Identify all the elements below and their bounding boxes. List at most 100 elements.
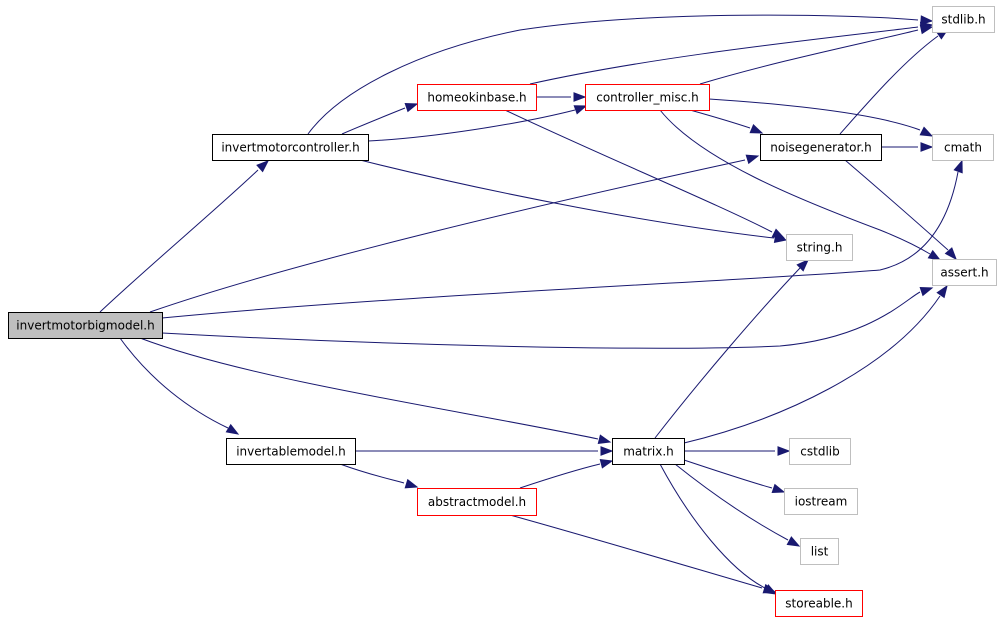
edge-arrowhead — [786, 536, 801, 547]
edge-arrowhead — [919, 126, 934, 137]
edge-arrowhead — [771, 483, 786, 494]
edge-arrowhead — [936, 284, 948, 299]
node-label: string.h — [797, 241, 843, 255]
node-box — [760, 134, 882, 161]
edge-invertmotorcontroller-to-string — [359, 159, 788, 243]
node-label: homeokinbase.h — [427, 91, 526, 105]
edge-invertmotorbigmodel-to-matrix — [139, 337, 612, 444]
node-box — [417, 488, 537, 516]
edge-line — [659, 463, 766, 589]
edge-arrowhead — [745, 154, 760, 165]
edge-controller_misc-to-noisegenerator — [689, 109, 764, 134]
edge-invertmotorbigmodel-to-invertablemodel — [119, 337, 240, 435]
edge-arrowhead — [573, 105, 588, 115]
edge-noisegenerator-to-cmath — [881, 142, 934, 152]
edge-arrowhead — [796, 259, 809, 272]
node-invertablemodel[interactable]: invertablemodel.h — [226, 438, 356, 465]
node-invertmotorbigmodel[interactable]: invertmotorbigmodel.h — [8, 312, 163, 339]
edge-arrowhead — [599, 459, 614, 469]
edge-controller_misc-to-stdlib — [699, 24, 934, 85]
node-label: cstdlib — [800, 445, 839, 459]
node-storeable[interactable]: storeable.h — [775, 590, 863, 617]
node-box — [932, 6, 995, 33]
node-list: list — [800, 538, 839, 565]
node-box — [226, 438, 356, 465]
edge-arrowhead — [953, 159, 963, 174]
edge-matrix-to-list — [674, 463, 801, 547]
edge-arrowhead — [777, 446, 791, 456]
node-label: cmath — [944, 141, 982, 155]
node-controller_misc[interactable]: controller_misc.h — [585, 84, 710, 111]
edge-line — [654, 267, 801, 439]
edge-arrowhead — [404, 102, 419, 113]
edge-line — [659, 109, 931, 255]
node-label: noisegenerator.h — [770, 141, 872, 155]
edge-line — [149, 159, 746, 313]
edge-line — [683, 295, 941, 444]
edge-line — [689, 109, 751, 129]
edge-line — [839, 35, 939, 135]
edge-arrowhead — [225, 423, 240, 435]
edge-matrix-to-iostream — [683, 459, 786, 494]
node-label: list — [811, 545, 829, 559]
edge-line — [529, 26, 919, 85]
edge-arrowhead — [919, 286, 934, 297]
node-noisegenerator[interactable]: noisegenerator.h — [760, 134, 882, 161]
node-abstractmodel[interactable]: abstractmodel.h — [417, 488, 537, 516]
node-stdlib: stdlib.h — [932, 6, 995, 33]
edge-line — [699, 29, 919, 85]
edge-abstractmodel-to-matrix — [519, 459, 614, 489]
edge-invertmotorbigmodel-to-noisegenerator — [149, 154, 760, 313]
edge-invertmotorbigmodel-to-assert — [161, 286, 934, 349]
node-string: string.h — [786, 234, 853, 261]
node-cstdlib: cstdlib — [789, 438, 851, 465]
edge-invertmotorcontroller-to-controller_misc — [367, 105, 588, 142]
edge-line — [307, 14, 919, 135]
edge-matrix-to-assert — [683, 284, 948, 444]
node-box — [800, 538, 839, 565]
edge-line — [339, 463, 405, 484]
node-invertmotorcontroller[interactable]: invertmotorcontroller.h — [212, 134, 369, 161]
edge-line — [161, 171, 959, 319]
edge-invertmotorcontroller-to-homeokinbase — [341, 102, 419, 135]
node-box — [932, 259, 997, 286]
edge-arrowhead — [919, 24, 934, 35]
edge-line — [509, 514, 763, 589]
edge-line — [504, 109, 773, 233]
edge-line — [367, 109, 576, 142]
edge-arrowhead — [749, 124, 764, 134]
node-iostream: iostream — [784, 488, 858, 515]
edge-matrix-to-string — [654, 259, 809, 439]
edge-arrowhead — [763, 584, 778, 595]
node-homeokinbase[interactable]: homeokinbase.h — [417, 84, 537, 111]
edge-matrix-to-cstdlib — [684, 446, 791, 456]
edge-controller_misc-to-assert — [659, 109, 942, 261]
edge-arrowhead — [256, 160, 270, 173]
edge-line — [519, 463, 601, 489]
edges-layer — [99, 14, 963, 595]
edge-abstractmodel-to-storeable — [509, 514, 777, 594]
node-matrix[interactable]: matrix.h — [612, 438, 685, 465]
edge-arrowhead — [920, 15, 934, 26]
edge-line — [119, 337, 229, 429]
edge-line — [161, 291, 921, 349]
node-label: assert.h — [940, 266, 988, 280]
node-label: matrix.h — [623, 445, 674, 459]
node-box — [784, 488, 858, 515]
edge-arrowhead — [573, 92, 587, 102]
edge-line — [708, 98, 921, 131]
node-assert: assert.h — [932, 259, 997, 286]
edge-line — [341, 107, 406, 135]
edge-invertablemodel-to-abstractmodel — [339, 463, 419, 489]
edge-noisegenerator-to-assert — [844, 159, 957, 261]
edge-matrix-to-storeable — [659, 463, 778, 595]
node-label: invertablemodel.h — [236, 445, 346, 459]
edge-line — [359, 159, 775, 239]
nodes-layer: invertmotorbigmodel.h invertmotorcontroll… — [8, 6, 997, 617]
node-box — [585, 84, 710, 111]
edge-line — [683, 459, 773, 489]
edge-invertablemodel-to-matrix — [355, 446, 614, 456]
node-label: stdlib.h — [941, 13, 985, 27]
edge-invertmotorbigmodel-to-invertmotorcontroller — [99, 160, 270, 313]
